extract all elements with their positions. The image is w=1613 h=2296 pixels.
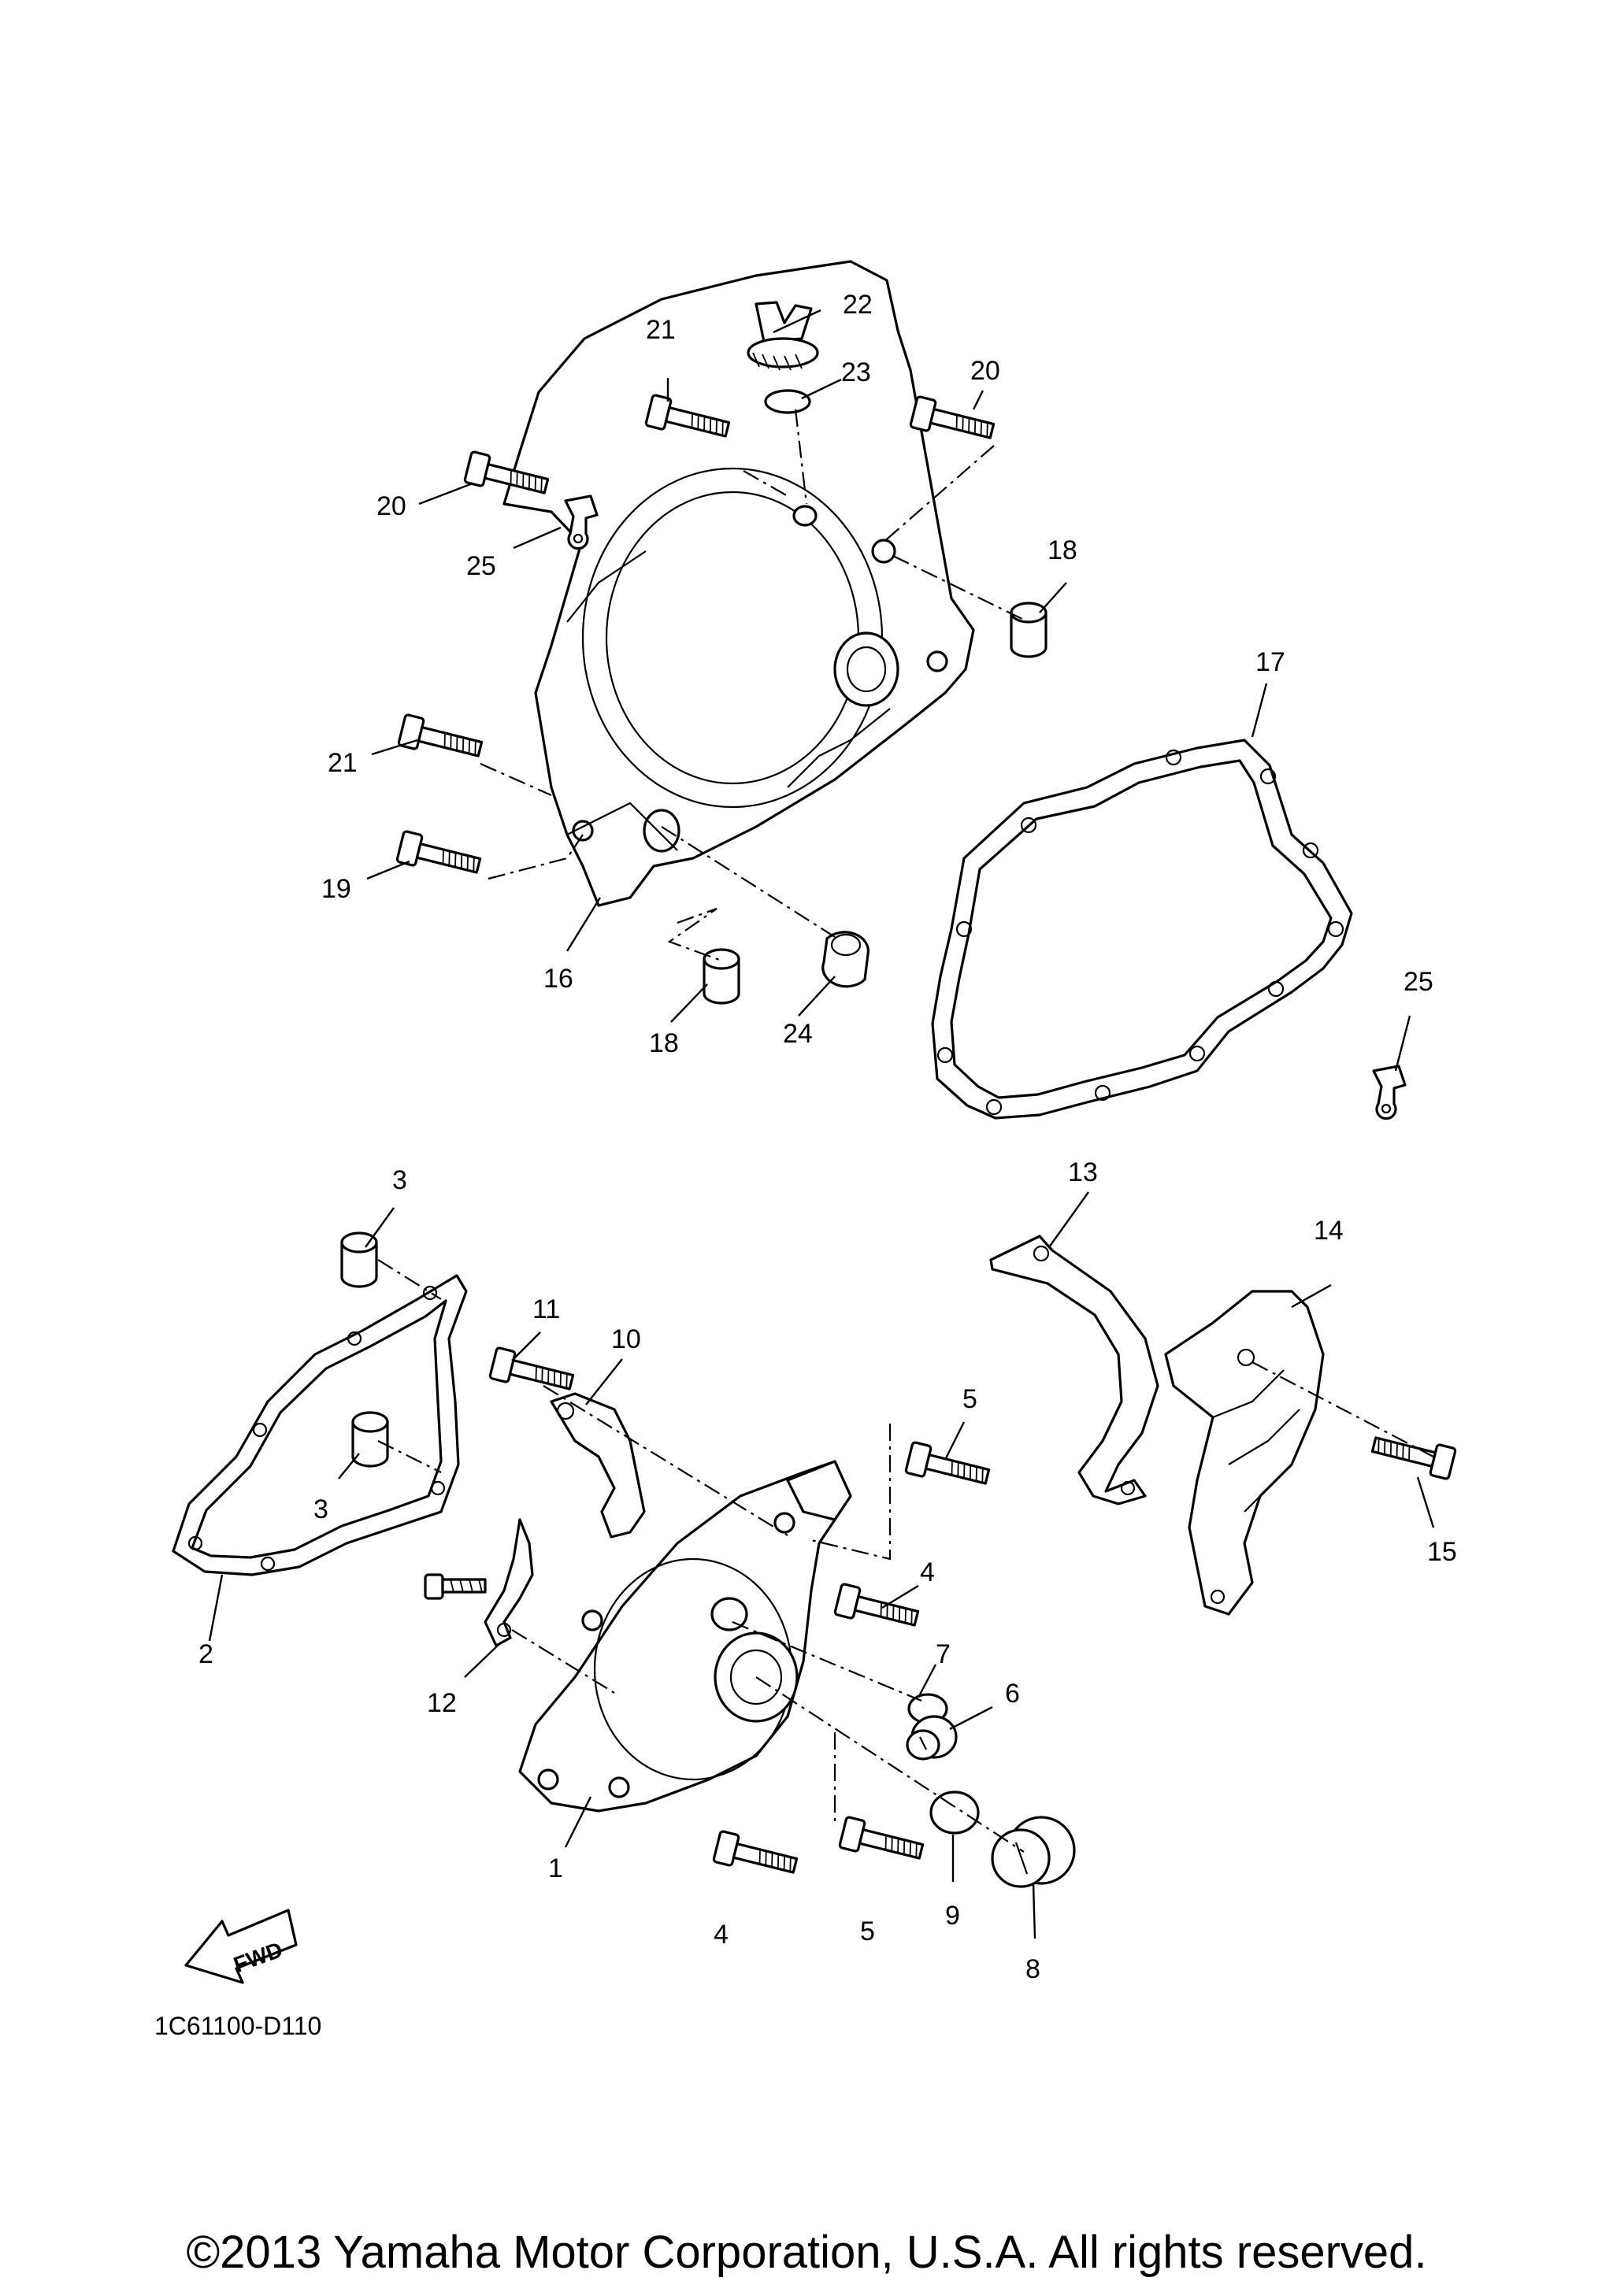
leader-lines xyxy=(208,309,1435,1939)
o-ring-9 xyxy=(929,1791,980,1835)
bolt-4-upper xyxy=(832,1582,921,1635)
bolt-5-upper xyxy=(903,1440,992,1494)
screw-12-threaded xyxy=(424,1573,487,1600)
guide-12 xyxy=(484,1518,534,1647)
callout: 22 xyxy=(843,290,873,320)
callout: 9 xyxy=(945,1901,960,1931)
callout: 6 xyxy=(1005,1679,1020,1709)
bolt-11 xyxy=(488,1346,577,1399)
callout: 10 xyxy=(611,1324,641,1354)
cover-14 xyxy=(1164,1290,1325,1616)
callout: 5 xyxy=(962,1384,977,1414)
cover-13 xyxy=(989,1235,1159,1505)
plug-6 xyxy=(906,1715,958,1761)
callout: 19 xyxy=(321,874,351,904)
callout: 18 xyxy=(649,1028,679,1058)
o-ring-23 xyxy=(764,389,811,414)
callout: 13 xyxy=(1068,1157,1098,1187)
callout: 2 xyxy=(198,1639,213,1669)
plug-8 xyxy=(991,1816,1076,1888)
dowel-18-lower xyxy=(703,948,740,1005)
callout: 12 xyxy=(427,1688,457,1718)
bolt-21-left xyxy=(396,713,485,766)
bolt-5-lower xyxy=(837,1815,926,1868)
bolt-4-lower xyxy=(711,1829,800,1883)
gasket-2 xyxy=(172,1274,468,1576)
copyright-notice: ©2013 Yamaha Motor Corporation, U.S.A. A… xyxy=(186,2227,1427,2278)
callout: 7 xyxy=(936,1639,951,1669)
dowel-3-lower xyxy=(351,1411,389,1468)
callout: 21 xyxy=(646,315,676,345)
callout: 1 xyxy=(548,1853,563,1883)
clip-25-right xyxy=(1372,1065,1407,1120)
callout: 25 xyxy=(466,551,496,581)
callout: 15 xyxy=(1427,1537,1457,1567)
callout: 24 xyxy=(783,1019,813,1049)
callout: 21 xyxy=(328,748,358,778)
drawing-code: 1C61100-D110 xyxy=(154,2012,321,2040)
bracket-10 xyxy=(550,1392,646,1539)
callout: 14 xyxy=(1314,1216,1344,1246)
callout: 11 xyxy=(532,1294,560,1324)
callout: 17 xyxy=(1255,647,1285,677)
callout: 23 xyxy=(841,357,871,387)
callout: 8 xyxy=(1025,1954,1040,1984)
bolt-19 xyxy=(395,829,484,883)
crankcase-cover-1 xyxy=(518,1460,852,1813)
callout: 20 xyxy=(970,356,1000,386)
dowel-3-upper xyxy=(340,1231,378,1288)
callout: 4 xyxy=(920,1557,935,1587)
callout: 3 xyxy=(392,1165,407,1195)
oil-seal-24 xyxy=(821,931,870,988)
callout: 3 xyxy=(313,1494,328,1524)
callout: 20 xyxy=(376,491,406,521)
bolt-15 xyxy=(1369,1428,1458,1481)
fwd-arrow-icon: FWD xyxy=(184,1909,298,1984)
callout: 4 xyxy=(714,1920,729,1950)
callout: 16 xyxy=(543,964,573,994)
callout: 25 xyxy=(1403,967,1433,997)
crankcase-cover-2 xyxy=(502,260,975,907)
oil-filler-cap-22 xyxy=(747,301,819,371)
callouts: 1 2 3 3 4 4 5 5 6 7 8 9 10 11 12 13 14 1… xyxy=(198,290,1457,1984)
callout: 18 xyxy=(1048,535,1077,565)
callout: 5 xyxy=(860,1916,875,1946)
gasket-17 xyxy=(931,739,1353,1120)
